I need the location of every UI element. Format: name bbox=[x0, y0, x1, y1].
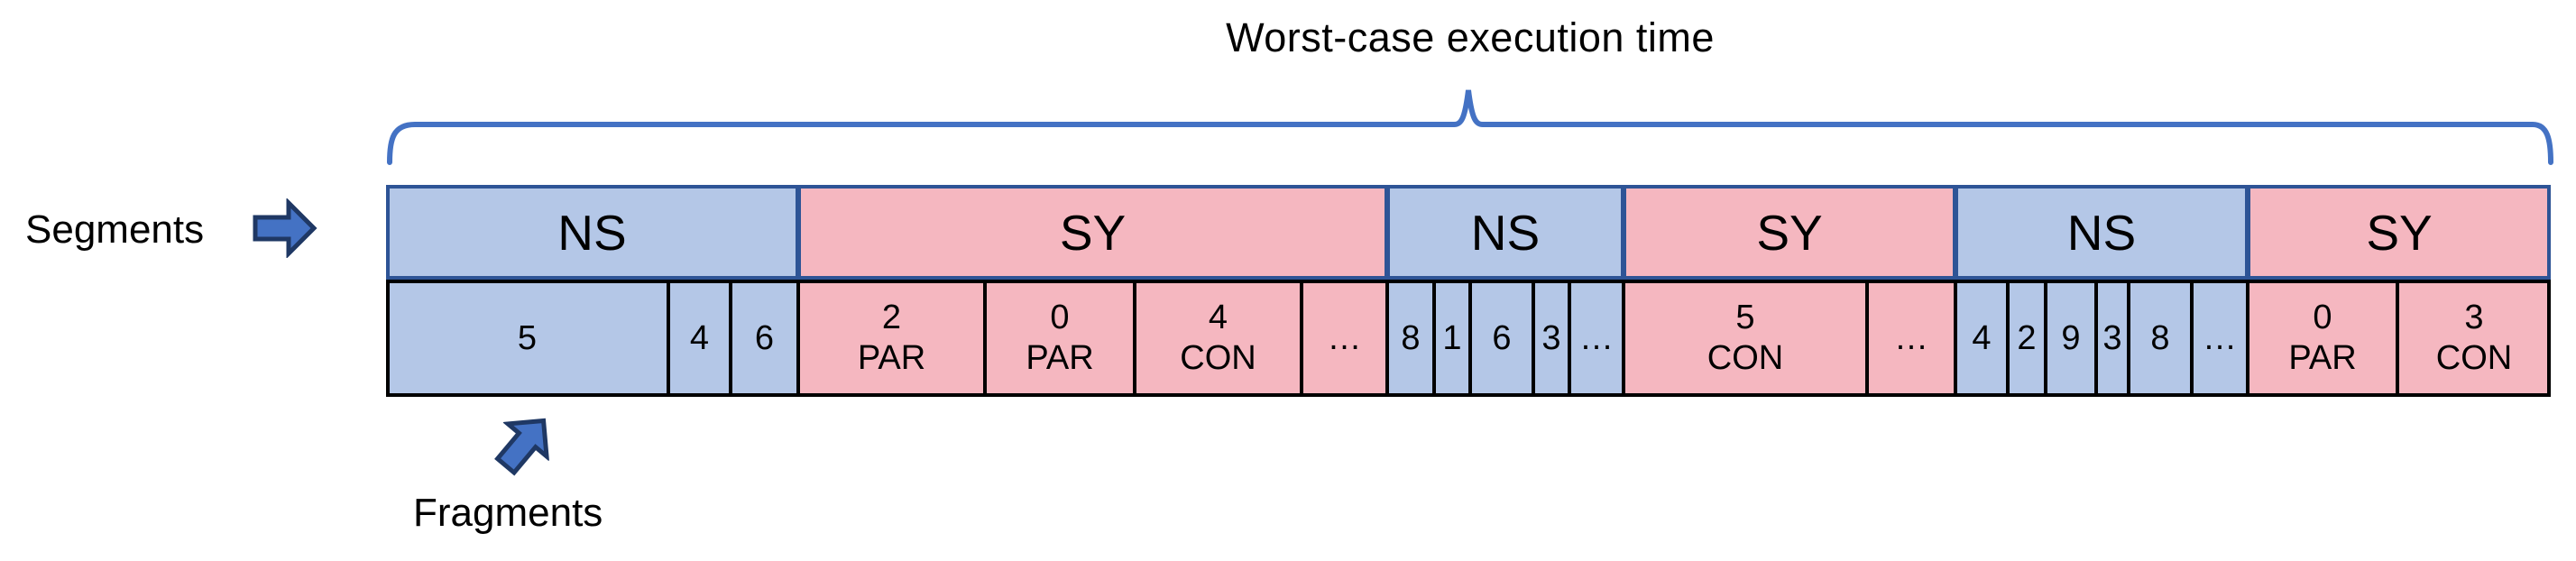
fragment-label-line: 3 bbox=[2464, 299, 2484, 337]
segments-row: NS SY NS SY NS SY bbox=[386, 185, 2551, 280]
fragment-label-line: 0 bbox=[2313, 299, 2332, 337]
fragment-label-line: 1 bbox=[1442, 318, 1462, 357]
segment-cell-ns: NS bbox=[386, 185, 798, 280]
fragment-label-line: … bbox=[1579, 318, 1614, 357]
wcet-brace-icon bbox=[387, 89, 2553, 165]
fragment-cell: 3 bbox=[1533, 280, 1569, 397]
fragment-label-line: … bbox=[1894, 318, 1928, 357]
fragment-label-line: CON bbox=[2435, 339, 2513, 377]
fragment-label-line: 2 bbox=[881, 299, 902, 337]
fragments-arrow-icon bbox=[494, 418, 550, 476]
fragment-label-line: … bbox=[2203, 318, 2237, 357]
fragment-label-line: 8 bbox=[1401, 318, 1421, 357]
fragment-cell: 9 bbox=[2046, 280, 2096, 397]
fragment-cell: 4 bbox=[668, 280, 731, 397]
fragments-arrow-shape bbox=[494, 418, 550, 476]
fragment-label-line: 5 bbox=[517, 318, 538, 357]
fragment-label-line: 9 bbox=[2061, 318, 2081, 357]
fragment-cell: 5 bbox=[386, 280, 668, 397]
segment-label: NS bbox=[557, 204, 627, 261]
fragment-label-line: 0 bbox=[1050, 299, 1070, 337]
brace-path bbox=[387, 89, 2553, 165]
fragments-label: Fragments bbox=[413, 491, 603, 535]
fragment-label-line: 4 bbox=[689, 318, 710, 357]
segment-cell-ns: NS bbox=[1387, 185, 1624, 280]
fragment-label-line: CON bbox=[1180, 339, 1256, 377]
segment-cell-sy: SY bbox=[2248, 185, 2551, 280]
fragment-cell: 4 bbox=[1955, 280, 2008, 397]
fragment-label-line: 4 bbox=[1972, 318, 1992, 357]
fragment-label-line: 2 bbox=[2017, 318, 2037, 357]
fragment-cell: 6 bbox=[731, 280, 798, 397]
segments-label: Segments bbox=[25, 207, 205, 252]
fragment-cell: 8 bbox=[1387, 280, 1434, 397]
segment-label: NS bbox=[2066, 204, 2137, 261]
segment-label: SY bbox=[1756, 204, 1823, 261]
fragment-label-line: CON bbox=[1707, 339, 1784, 377]
segment-cell-sy: SY bbox=[798, 185, 1387, 280]
fragment-label-line: 3 bbox=[2102, 318, 2122, 357]
segment-label: SY bbox=[1059, 204, 1127, 261]
fragment-label-line: PAR bbox=[1026, 339, 1094, 377]
fragment-label-line: PAR bbox=[2288, 339, 2357, 377]
fragment-label-line: 4 bbox=[1208, 299, 1228, 337]
fragment-label-line: … bbox=[1327, 318, 1362, 357]
fragment-label-line: 5 bbox=[1735, 299, 1755, 337]
segment-cell-ns: NS bbox=[1955, 185, 2248, 280]
segment-label: SY bbox=[2366, 204, 2433, 261]
wcet-title: Worst-case execution time bbox=[1226, 14, 1715, 60]
fragment-cell: 3 bbox=[2096, 280, 2129, 397]
fragment-cell: … bbox=[1569, 280, 1624, 397]
fragment-cell: … bbox=[2192, 280, 2248, 397]
fragment-label-line: 8 bbox=[2150, 318, 2170, 357]
fragment-cell: 6 bbox=[1470, 280, 1533, 397]
fragment-cell: 2 bbox=[2008, 280, 2046, 397]
fragment-label-line: 6 bbox=[1492, 318, 1512, 357]
fragment-label-line: 3 bbox=[1541, 318, 1561, 357]
fragment-cell: … bbox=[1302, 280, 1387, 397]
fragment-label-line: 6 bbox=[754, 318, 775, 357]
segments-arrow-shape bbox=[253, 198, 317, 258]
segment-cell-sy: SY bbox=[1624, 185, 1955, 280]
fragment-label-line: PAR bbox=[857, 339, 926, 377]
fragment-cell: 1 bbox=[1434, 280, 1470, 397]
fragment-cell: 8 bbox=[2129, 280, 2192, 397]
segment-label: NS bbox=[1470, 204, 1541, 261]
segments-arrow-icon bbox=[253, 198, 317, 258]
fragment-cell: … bbox=[1867, 280, 1955, 397]
